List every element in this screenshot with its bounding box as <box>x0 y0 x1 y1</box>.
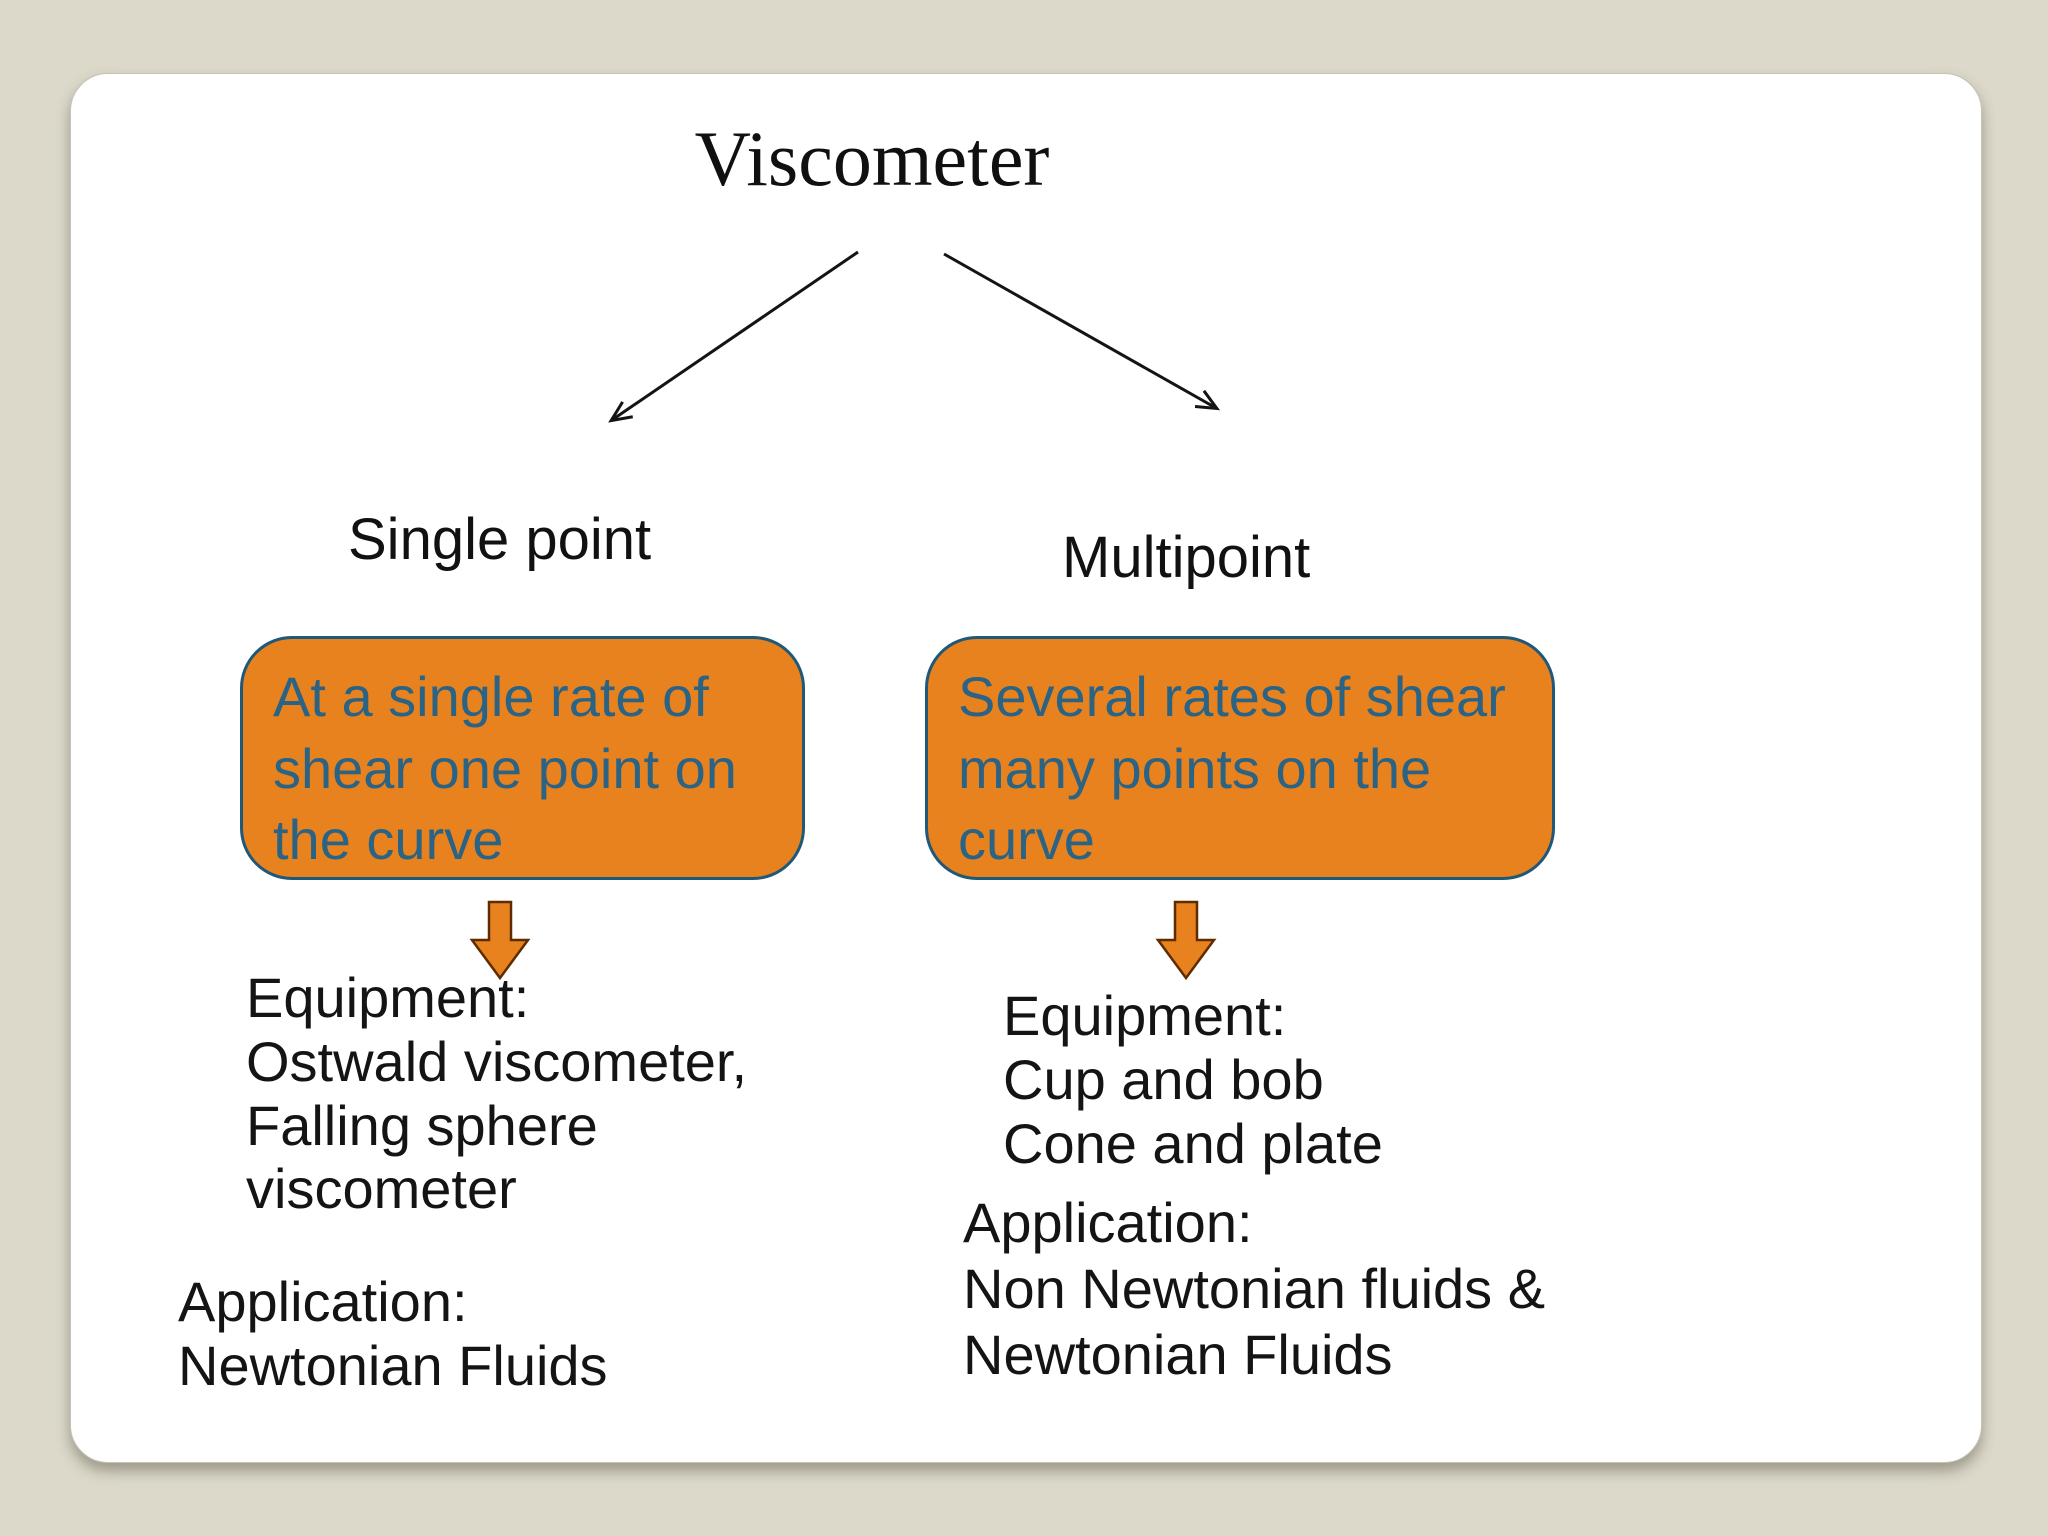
multipoint-label: Multipoint <box>1062 525 1311 590</box>
single-point-equipment-text: Equipment: Ostwald viscometer, Falling s… <box>246 966 748 1221</box>
multipoint-box-text: Several rates of shear many points on th… <box>958 665 1506 872</box>
multipoint-application-text: Application: Non Newtonian fluids & Newt… <box>963 1191 1546 1387</box>
single-point-box-text: At a single rate of shear one point on t… <box>273 665 737 872</box>
multipoint-equipment-text: Equipment: Cup and bob Cone and plate <box>1003 984 1383 1175</box>
single-point-box: At a single rate of shear one point on t… <box>240 636 805 880</box>
multipoint-box: Several rates of shear many points on th… <box>925 636 1555 880</box>
slide-title: Viscometer <box>694 115 1050 202</box>
single-point-label: Single point <box>348 507 652 572</box>
single-point-application-text: Application: Newtonian Fluids <box>178 1270 608 1397</box>
